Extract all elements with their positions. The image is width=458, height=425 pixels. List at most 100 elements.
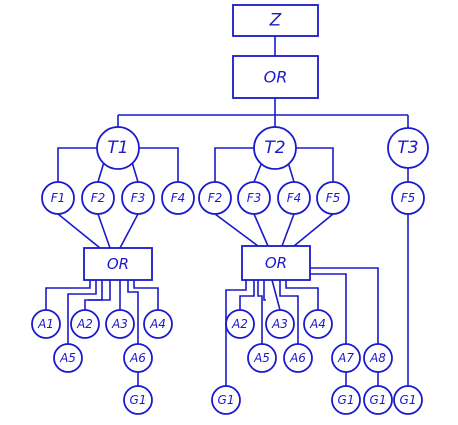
factor-t1-f3-label: F3 <box>131 191 146 205</box>
factor-t2-f3: F3 <box>237 181 271 215</box>
leaf-a5-shape <box>53 343 83 373</box>
leaf-mid-a8-shape <box>363 343 393 373</box>
mid-gate-tick-a-line <box>263 280 266 301</box>
leaf-g1-left-shape <box>123 385 153 415</box>
leaf-mid-a2-shape <box>225 309 255 339</box>
t1-to-f1-line <box>57 147 98 182</box>
leaf-mid-a4-label: A4 <box>309 317 326 331</box>
factor-t2-f2: F2 <box>198 181 232 215</box>
leaf-mid-a3: A3 <box>265 309 295 339</box>
leaf-a2-shape <box>70 309 100 339</box>
leaf-a2: A2 <box>70 309 100 339</box>
factor-t1-f3: F3 <box>121 181 155 215</box>
left-gate-to-a4-line <box>133 280 159 310</box>
leaf-mid-a2: A2 <box>225 309 255 339</box>
leaf-mid-a6-shape <box>283 343 313 373</box>
factor-t2-f5-shape <box>316 181 350 215</box>
leaf-g1-right: G1 <box>393 385 423 415</box>
leaf-g1-mid: G1 <box>211 385 241 415</box>
leaf-mid-a5-label: A5 <box>253 351 270 365</box>
leaf-mid-a5-shape <box>247 343 277 373</box>
factor-t1-f1: F1 <box>41 181 75 215</box>
factor-t1-f1-label: F1 <box>51 191 66 205</box>
middle-or-gate-label: OR <box>265 254 287 272</box>
factor-t1-f2-shape <box>81 181 115 215</box>
t2-to-f4-line <box>287 161 295 183</box>
leaf-mid-a5: A5 <box>247 343 277 373</box>
mid-gate-to-a3-line <box>271 279 281 311</box>
factor-t2-f4: F4 <box>277 181 311 215</box>
left-or-gate: OR <box>83 247 153 281</box>
task-t2-label: T2 <box>264 138 285 158</box>
task-t1: T1 <box>96 126 140 170</box>
top-or-gate: OR <box>232 55 319 99</box>
leaf-mid-a3-label: A3 <box>271 317 288 331</box>
leaf-a3-shape <box>105 309 135 339</box>
task-t2: T2 <box>253 126 297 170</box>
leaf-mid-a7: A7 <box>331 343 361 373</box>
factor-t2-f5-label: F5 <box>326 191 341 205</box>
factor-t1-f4: F4 <box>161 181 195 215</box>
mid-gate-to-a6-line <box>279 280 299 344</box>
leaf-g1-a8: G1 <box>363 385 393 415</box>
leaf-g1-right-shape <box>393 385 423 415</box>
factor-t1-f3-shape <box>121 181 155 215</box>
leaf-g1-mid-shape <box>211 385 241 415</box>
f3-to-left-gate-line <box>119 213 139 249</box>
leaf-a4-label: A4 <box>149 317 166 331</box>
leaf-a3-label: A3 <box>111 317 128 331</box>
f2-to-mid-gate-line <box>214 213 259 247</box>
leaf-mid-a4-shape <box>303 309 333 339</box>
leaf-mid-a4: A4 <box>303 309 333 339</box>
left-or-gate-shape <box>83 247 153 281</box>
leaf-g1-left-label: G1 <box>130 393 147 407</box>
factor-t1-f4-shape <box>161 181 195 215</box>
root-event-box-label: Z <box>269 11 282 31</box>
top-or-gate-shape <box>232 55 319 99</box>
leaf-mid-a3-shape <box>265 309 295 339</box>
t2-to-f2-line <box>214 147 255 182</box>
task-t3-label: T3 <box>397 138 418 158</box>
leaf-g1-a8-label: G1 <box>370 393 387 407</box>
left-gate-to-a2-line <box>84 280 103 310</box>
leaf-a2-label: A2 <box>76 317 93 331</box>
leaf-a1-label: A1 <box>37 317 54 331</box>
mid-gate-to-a5-line <box>257 280 263 344</box>
leaf-mid-a8: A8 <box>363 343 393 373</box>
leaf-a1: A1 <box>31 309 61 339</box>
middle-or-gate-shape <box>241 245 311 281</box>
leaf-a6: A6 <box>123 343 153 373</box>
mid-gate-to-a7-line <box>300 273 347 344</box>
task-t3: T3 <box>387 127 429 169</box>
leaf-g1-left: G1 <box>123 385 153 415</box>
factor-t2-f4-label: F4 <box>287 191 302 205</box>
left-gate-to-a1-line <box>45 280 91 310</box>
leaf-a5-label: A5 <box>59 351 76 365</box>
leaf-a3: A3 <box>105 309 135 339</box>
f2-to-left-gate-line <box>97 213 111 249</box>
factor-t3-f5-label: F5 <box>401 191 416 205</box>
leaf-g1-a8-shape <box>363 385 393 415</box>
t2-to-f3-line <box>253 161 263 183</box>
leaf-a5: A5 <box>53 343 83 373</box>
factor-t2-f5: F5 <box>316 181 350 215</box>
factor-t1-f4-label: F4 <box>171 191 186 205</box>
leaf-mid-a7-label: A7 <box>337 351 354 365</box>
task-t2-shape <box>253 126 297 170</box>
leaf-a4: A4 <box>143 309 173 339</box>
leaf-a4-shape <box>143 309 173 339</box>
mid-gate-to-g1-line <box>225 280 247 386</box>
mid-gate-to-a8-line <box>310 267 379 344</box>
left-gate-tick-line <box>88 280 111 301</box>
task-t1-label: T1 <box>107 138 128 158</box>
t1-to-f2-line <box>97 161 105 183</box>
mid-gate-to-a4-line <box>285 280 319 310</box>
t2-to-f5-line <box>295 147 334 182</box>
factor-t2-f2-label: F2 <box>208 191 223 205</box>
task-t3-shape <box>387 127 429 169</box>
root-event-box-shape <box>232 4 319 37</box>
leaf-mid-a2-label: A2 <box>231 317 248 331</box>
left-or-gate-label: OR <box>107 255 129 273</box>
